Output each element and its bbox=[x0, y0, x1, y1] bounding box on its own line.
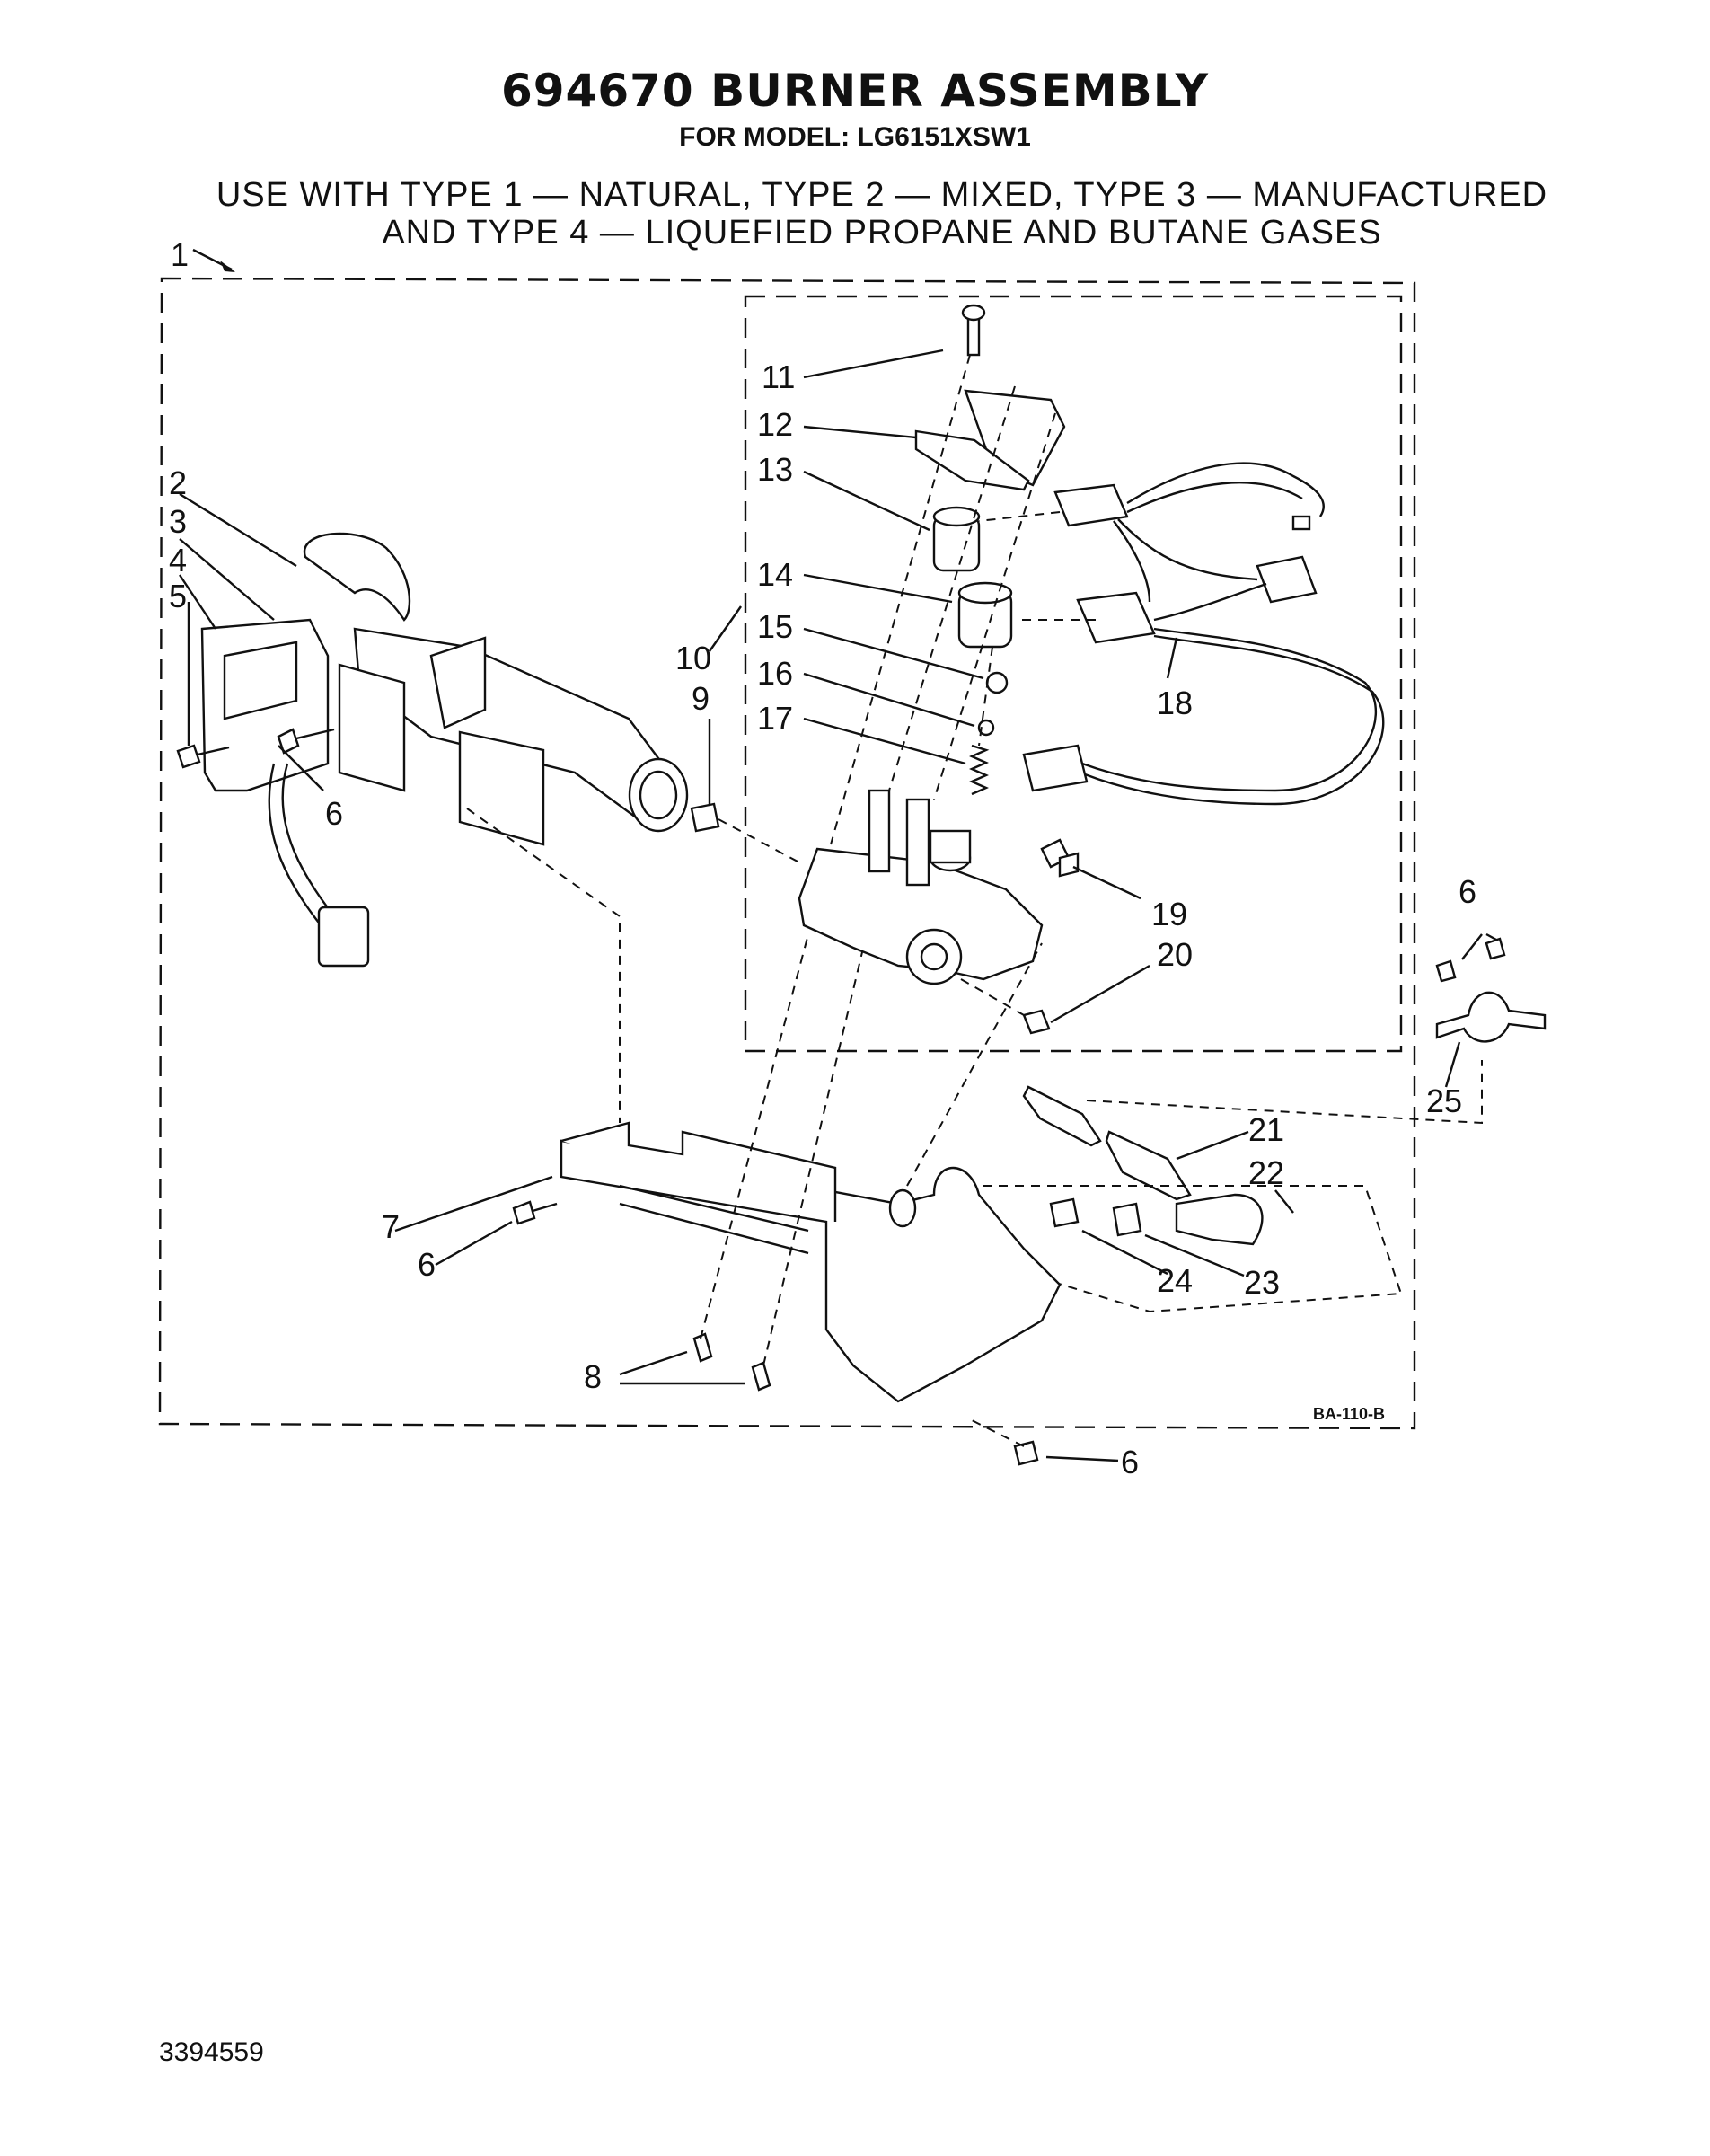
callout-18: 18 bbox=[1157, 685, 1193, 721]
screws-8 bbox=[692, 1332, 771, 1392]
callout-1-arrow bbox=[192, 248, 235, 272]
orifice-9 bbox=[690, 802, 800, 863]
callout-5: 5 bbox=[169, 578, 187, 614]
callout-10: 10 bbox=[675, 640, 711, 676]
assembly-boundary bbox=[158, 277, 1416, 1430]
screw-6-bracket bbox=[512, 1200, 558, 1225]
pipe-clamp bbox=[1435, 937, 1547, 1043]
document-number: 3394559 bbox=[159, 2037, 264, 2067]
callout-3: 3 bbox=[169, 503, 187, 540]
screw-5 bbox=[176, 744, 230, 769]
callout-9: 9 bbox=[692, 680, 710, 717]
drawing-code: BA-110-B bbox=[1313, 1405, 1385, 1423]
callout-17: 17 bbox=[757, 700, 793, 737]
callout-6-clamp: 6 bbox=[1459, 873, 1476, 910]
callout-12: 12 bbox=[757, 406, 793, 443]
callout-24: 24 bbox=[1157, 1262, 1193, 1299]
callout-25: 25 bbox=[1426, 1082, 1462, 1119]
page-title: 694670 BURNER ASSEMBLY bbox=[500, 65, 1210, 117]
gas-pipe-nipples bbox=[1022, 1060, 1483, 1201]
coil-bracket bbox=[914, 304, 1066, 491]
screw-20 bbox=[1022, 1009, 1051, 1035]
callout-leaders bbox=[179, 349, 1497, 1462]
callout-19: 19 bbox=[1151, 896, 1187, 932]
alignment-lines bbox=[466, 354, 1096, 1447]
callout-8: 8 bbox=[584, 1358, 602, 1395]
callout-6-bottom: 6 bbox=[1121, 1444, 1139, 1480]
callout-23: 23 bbox=[1244, 1264, 1280, 1301]
igniter-fittings bbox=[934, 1185, 1403, 1313]
gas-valve-body bbox=[798, 789, 1044, 985]
callout-22: 22 bbox=[1248, 1154, 1284, 1191]
callout-11: 11 bbox=[762, 358, 795, 395]
callout-2: 2 bbox=[169, 464, 187, 501]
gas-type-note-line-1: USE WITH TYPE 1 — NATURAL, TYPE 2 — MIXE… bbox=[216, 176, 1548, 214]
screw-6-bottom bbox=[1013, 1440, 1039, 1466]
valve-group-boundary bbox=[744, 295, 1403, 1053]
callout-13: 13 bbox=[757, 451, 793, 488]
callout-14: 14 bbox=[757, 556, 793, 593]
callout-21: 21 bbox=[1248, 1111, 1284, 1148]
solenoid-coil-14 bbox=[957, 581, 1013, 649]
flame-sensor-bracket bbox=[200, 618, 406, 968]
callout-6-left: 6 bbox=[325, 795, 343, 832]
mounting-bracket bbox=[560, 1121, 1062, 1403]
wiring-harness bbox=[1022, 462, 1385, 806]
burner-tube bbox=[303, 532, 689, 846]
callout-1: 1 bbox=[171, 236, 189, 273]
plunger-parts bbox=[969, 671, 1009, 796]
callout-15: 15 bbox=[757, 608, 793, 645]
solenoid-coil-13 bbox=[932, 506, 981, 572]
callout-4: 4 bbox=[169, 542, 187, 579]
model-subtitle: FOR MODEL: LG6151XSW1 bbox=[679, 122, 1031, 152]
gas-type-note-line-2: AND TYPE 4 — LIQUEFIED PROPANE AND BUTAN… bbox=[382, 214, 1382, 252]
callout-20: 20 bbox=[1157, 936, 1193, 973]
callout-6-bracket: 6 bbox=[418, 1246, 436, 1283]
callout-7: 7 bbox=[382, 1208, 400, 1245]
callout-16: 16 bbox=[757, 655, 793, 692]
screw-6-left bbox=[277, 728, 335, 755]
ground-clip bbox=[1040, 838, 1080, 878]
